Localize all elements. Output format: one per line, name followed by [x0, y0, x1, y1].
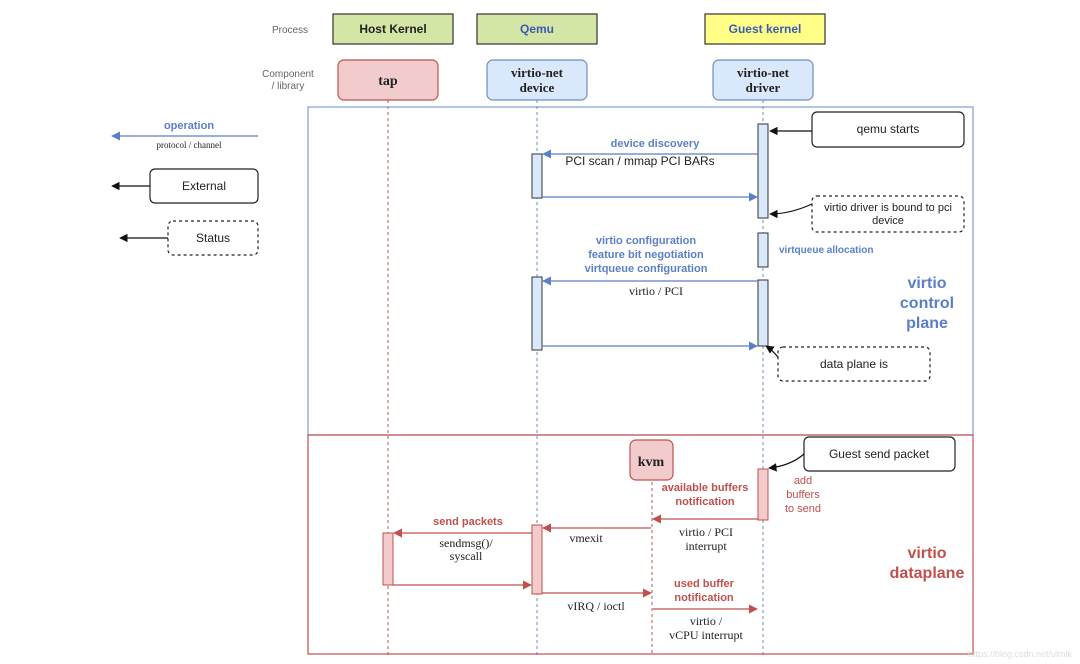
virtio-pci-interrupt-label-2: interrupt [685, 539, 727, 553]
vcpu-interrupt-label-1: virtio / [690, 614, 723, 628]
process-guest-kernel [704, 13, 826, 45]
legend-protocol-label: protocol / channel [157, 140, 222, 150]
used-buffer-label-2: notification [674, 592, 734, 604]
legend-operation-label: operation [164, 120, 214, 132]
vmexit-label: vmexit [569, 531, 603, 545]
used-buffer-label-1: used buffer [674, 578, 735, 590]
activation-virtqueue-alloc [757, 232, 769, 268]
config-virtio-pci-label: virtio / PCI [629, 284, 683, 298]
process-qemu-label: Qemu [520, 22, 554, 36]
component-kvm-label: kvm [638, 455, 665, 470]
control-plane-title-1: virtio [907, 275, 946, 292]
control-plane: virtio control plane qemu starts device … [531, 111, 965, 382]
virq-ioctl-label: vIRQ / ioctl [567, 599, 625, 613]
available-buffers-label-1: available buffers [662, 482, 749, 494]
component-device-label-2: device [520, 80, 555, 95]
process-row-label: Process [272, 25, 308, 36]
process-headers: Host Kernel Qemu Guest kernel [332, 13, 826, 45]
virtio-pci-interrupt-label-1: virtio / PCI [679, 525, 733, 539]
process-host-kernel [332, 13, 454, 45]
data-plane-is-label: data plane is [820, 357, 888, 371]
guest-send-packet-arrow [768, 453, 805, 472]
data-plane-frame [307, 434, 974, 655]
qemu-starts-box [811, 111, 965, 148]
lifelines [387, 100, 764, 655]
activation-device-vmexit [531, 524, 543, 595]
data-plane-title-1: virtio [907, 545, 946, 562]
sendmsg-label-1: sendmsg()/ [439, 536, 493, 550]
activation-device-discovery [531, 153, 543, 199]
activation-device-config [531, 276, 543, 351]
driver-bound-label-1: virtio driver is bound to pci [824, 202, 952, 214]
component-device-label-1: virtio-net [511, 65, 564, 80]
process-qemu [476, 13, 598, 45]
data-plane: virtio dataplane kvm Guest send packet a… [382, 436, 965, 642]
qemu-starts-label: qemu starts [857, 122, 920, 136]
pci-scan-label: PCI scan / mmap PCI BARs [565, 154, 714, 168]
available-buffers-label-2: notification [675, 496, 735, 508]
watermark: https://blog.csdn.net/ulmlk [968, 649, 1073, 659]
vcpu-interrupt-label-2: vCPU interrupt [669, 628, 743, 642]
data-plane-title-2: dataplane [890, 565, 965, 582]
driver-bound-label-2: device [872, 215, 904, 227]
component-row-label-2: / library [272, 81, 305, 92]
config-label-2: feature bit negotiation [588, 249, 704, 261]
add-buffers-label-3: to send [785, 503, 821, 515]
add-buffers-label-2: buffers [786, 489, 820, 501]
component-driver-label-2: driver [746, 80, 781, 95]
driver-bound-arrow [769, 203, 813, 219]
process-guest-kernel-label: Guest kernel [729, 22, 802, 36]
component-tap-label: tap [378, 74, 398, 89]
legend-external-label: External [182, 179, 226, 193]
legend-status-label: Status [196, 231, 230, 245]
driver-bound-status-box [811, 195, 965, 233]
components: tap virtio-net device virtio-net driver [337, 59, 814, 101]
config-label-3: virtqueue configuration [585, 263, 708, 275]
send-packets-label: send packets [433, 516, 503, 528]
activation-driver-start [757, 123, 769, 219]
process-host-kernel-label: Host Kernel [359, 22, 426, 36]
component-driver-label-1: virtio-net [737, 65, 790, 80]
legend: Process Component / library operation pr… [111, 25, 314, 256]
data-plane-is-arrow [765, 345, 779, 358]
component-kvm [629, 439, 674, 481]
add-buffers-label-1: add [794, 475, 812, 487]
virtqueue-allocation-label: virtqueue allocation [779, 245, 873, 256]
device-discovery-label: device discovery [611, 138, 701, 150]
control-plane-title-2: control [900, 295, 954, 312]
activation-add-buffers [757, 468, 769, 521]
guest-send-packet-label: Guest send packet [829, 447, 930, 461]
component-row-label-1: Component [262, 69, 314, 80]
config-label-1: virtio configuration [596, 235, 697, 247]
data-plane-is-status-box [777, 346, 931, 382]
control-plane-title-3: plane [906, 315, 948, 332]
activation-tap-send [382, 532, 394, 586]
activation-driver-config [757, 279, 769, 347]
sendmsg-label-2: syscall [450, 549, 483, 563]
